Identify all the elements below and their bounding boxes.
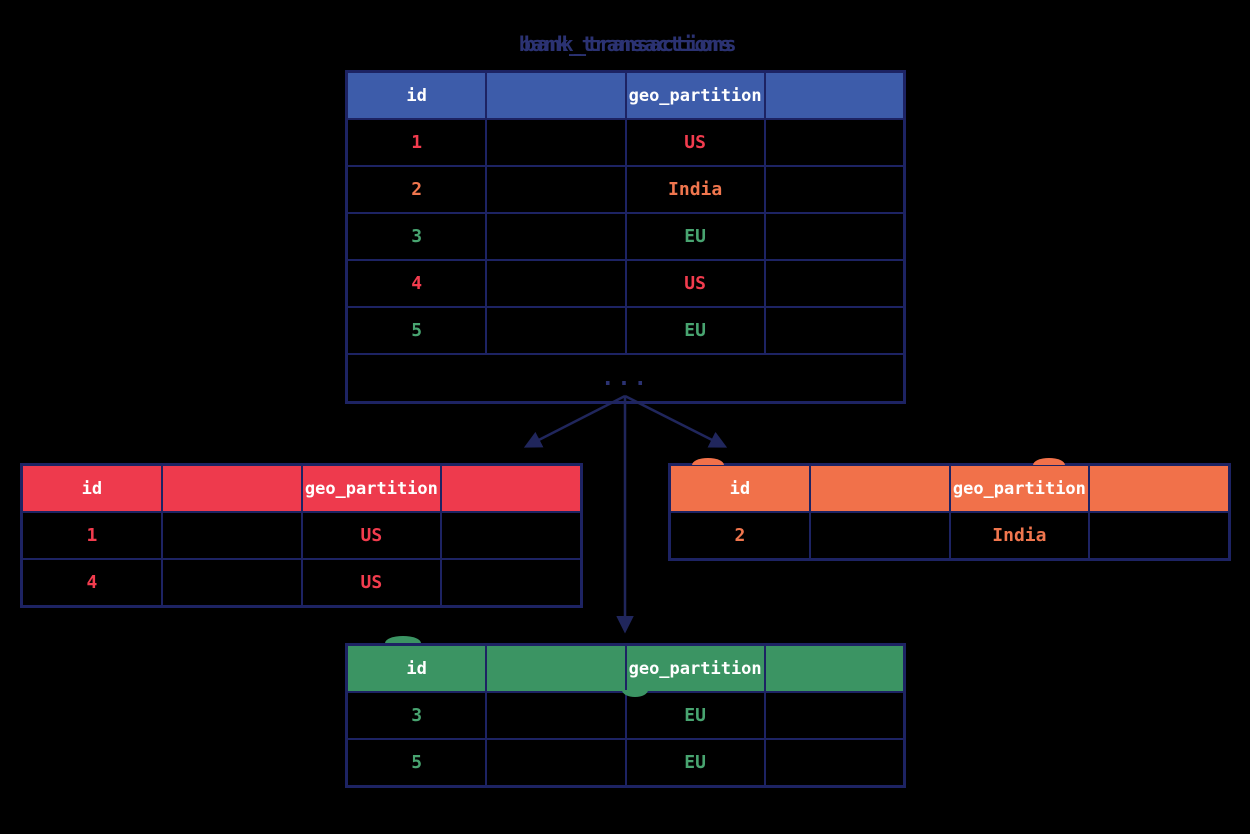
data-cell: 4	[348, 261, 488, 306]
data-cell	[766, 693, 903, 738]
data-cell	[766, 214, 903, 259]
header-cell	[1090, 466, 1228, 511]
data-cell	[487, 693, 627, 738]
data-cell: US	[303, 560, 443, 605]
data-cell	[766, 261, 903, 306]
data-cell: US	[627, 261, 766, 306]
header-row: id geo_partition	[23, 466, 580, 513]
data-cell	[487, 120, 627, 165]
header-cell: geo_partition	[627, 73, 766, 118]
data-cell	[163, 513, 303, 558]
data-cell: India	[627, 167, 766, 212]
data-cell: 1	[348, 120, 488, 165]
header-cell: geo_partition	[951, 466, 1091, 511]
table-row: 4 US	[23, 560, 580, 605]
header-row: id geo_partition	[348, 73, 903, 120]
data-cell	[487, 261, 627, 306]
header-cell	[766, 646, 903, 691]
data-cell: 2	[671, 513, 811, 558]
table-row: 2 India	[348, 167, 903, 214]
data-cell	[487, 740, 627, 785]
india-partition-table: id geo_partition 2 India	[668, 463, 1231, 561]
table-row: 1 US	[348, 120, 903, 167]
header-cell	[811, 466, 951, 511]
ellipsis-row: ...	[601, 365, 650, 391]
header-cell	[487, 73, 627, 118]
header-cell	[163, 466, 303, 511]
decorative-arc-green	[385, 636, 421, 643]
data-cell	[766, 167, 903, 212]
data-cell: 5	[348, 740, 488, 785]
table-row: 3 EU	[348, 214, 903, 261]
data-cell: EU	[627, 693, 766, 738]
table-title: bank_transactions	[518, 32, 733, 56]
table-row: 5 EU	[348, 308, 903, 355]
data-cell	[442, 560, 580, 605]
data-cell	[487, 308, 627, 353]
data-cell	[487, 214, 627, 259]
header-cell: id	[23, 466, 163, 511]
header-row: id geo_partition	[671, 466, 1228, 513]
table-row: 2 India	[671, 513, 1228, 558]
header-cell: geo_partition	[303, 466, 443, 511]
table-row: 4 US	[348, 261, 903, 308]
data-cell	[442, 513, 580, 558]
data-cell: US	[303, 513, 443, 558]
data-cell: India	[951, 513, 1091, 558]
data-cell: 4	[23, 560, 163, 605]
data-cell: EU	[627, 308, 766, 353]
data-cell: EU	[627, 740, 766, 785]
header-cell: geo_partition	[627, 646, 766, 691]
data-cell	[766, 120, 903, 165]
header-cell: id	[348, 646, 488, 691]
table-row: 5 EU	[348, 740, 903, 785]
data-cell: 2	[348, 167, 488, 212]
data-cell	[766, 308, 903, 353]
data-cell: 5	[348, 308, 488, 353]
data-cell: 3	[348, 693, 488, 738]
header-row: id geo_partition	[348, 646, 903, 693]
header-cell: id	[348, 73, 488, 118]
data-cell	[163, 560, 303, 605]
data-cell	[1090, 513, 1228, 558]
data-cell: 1	[23, 513, 163, 558]
header-cell	[766, 73, 903, 118]
table-row: 1 US	[23, 513, 580, 560]
header-cell	[442, 466, 580, 511]
data-cell	[487, 167, 627, 212]
header-cell: id	[671, 466, 811, 511]
data-cell: US	[627, 120, 766, 165]
table-row: 3 EU	[348, 693, 903, 740]
data-cell	[811, 513, 951, 558]
data-cell	[766, 740, 903, 785]
data-cell: 3	[348, 214, 488, 259]
header-cell	[487, 646, 627, 691]
data-cell: EU	[627, 214, 766, 259]
